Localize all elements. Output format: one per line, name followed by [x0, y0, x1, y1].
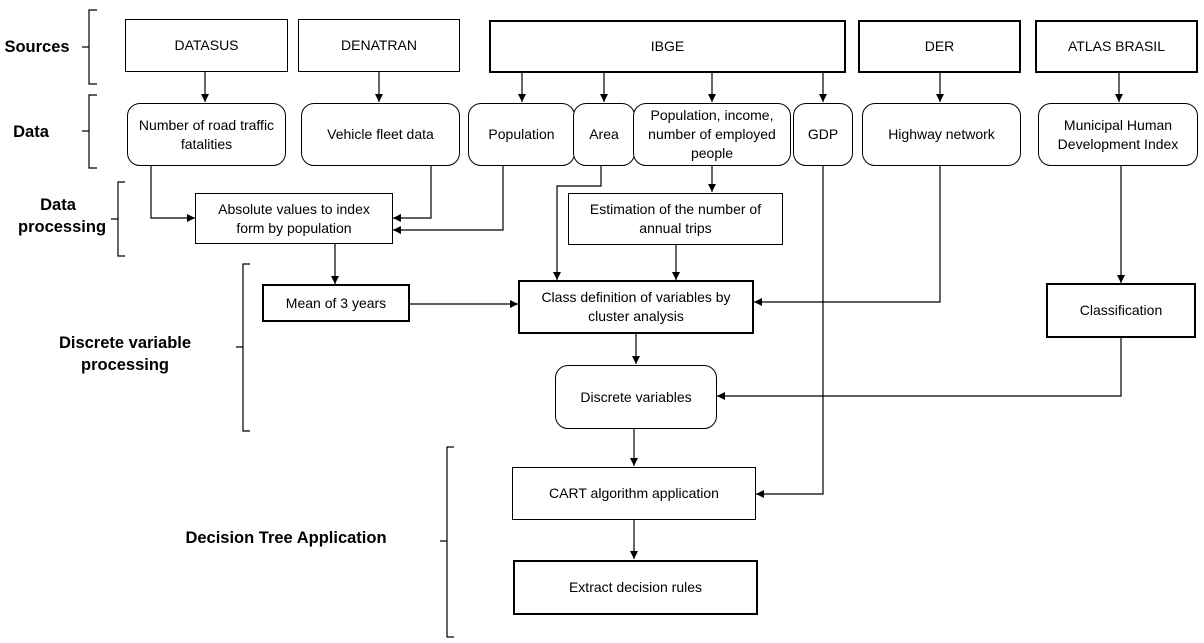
data-road-fatalities: Number of road traffic fatalities: [127, 103, 286, 166]
data-population: Population: [468, 103, 575, 166]
arrow-population-to-index: [393, 166, 504, 234]
stage-label-decision-tree-application: Decision Tree Application: [185, 529, 387, 547]
source-datasus: DATASUS: [125, 19, 288, 72]
data-area: Area: [573, 103, 635, 166]
bracket-data-processing: [111, 181, 125, 257]
process-classification: Classification: [1046, 283, 1196, 338]
arrow-gdp-to-cart: [756, 166, 824, 498]
stage-label-discrete-variable-processing: Discrete variable processing: [58, 334, 192, 375]
process-class-definition: Class definition of variables by cluster…: [518, 280, 754, 334]
source-der: DER: [858, 20, 1021, 73]
data-hdi: Municipal Human Development Index: [1038, 103, 1198, 166]
process-extract-rules: Extract decision rules: [513, 560, 758, 615]
data-highway-network: Highway network: [862, 103, 1021, 166]
data-gdp: GDP: [793, 103, 853, 166]
stage-label-data: Data: [13, 123, 49, 141]
source-atlas-brasil: ATLAS BRASIL: [1035, 20, 1198, 73]
arrow-highway-to-class-definition: [754, 166, 941, 306]
source-denatran: DENATRAN: [298, 19, 460, 72]
bracket-discrete-variable-processing: [236, 263, 250, 432]
process-cart-application: CART algorithm application: [512, 467, 756, 520]
stage-label-sources: Sources: [4, 38, 70, 56]
stage-label-data-processing: Data processing: [18, 196, 107, 237]
bracket-data: [82, 94, 97, 169]
arrow-fleet-to-index: [393, 166, 432, 222]
process-estimation-trips: Estimation of the number of annual trips: [568, 193, 783, 245]
data-vehicle-fleet: Vehicle fleet data: [301, 103, 460, 166]
process-absolute-to-index: Absolute values to index form by populat…: [195, 193, 393, 244]
arrow-classification-to-discrete: [717, 338, 1122, 400]
process-mean-3-years: Mean of 3 years: [262, 284, 410, 322]
source-ibge: IBGE: [489, 20, 846, 73]
bracket-sources: [82, 9, 97, 85]
arrow-fatalities-to-index: [150, 166, 195, 222]
data-population-income: Population, income, number of employed p…: [633, 103, 791, 166]
bracket-decision-tree-application: [440, 446, 454, 638]
process-discrete-variables: Discrete variables: [555, 365, 717, 429]
arrow-area-to-class-definition: [553, 166, 602, 280]
